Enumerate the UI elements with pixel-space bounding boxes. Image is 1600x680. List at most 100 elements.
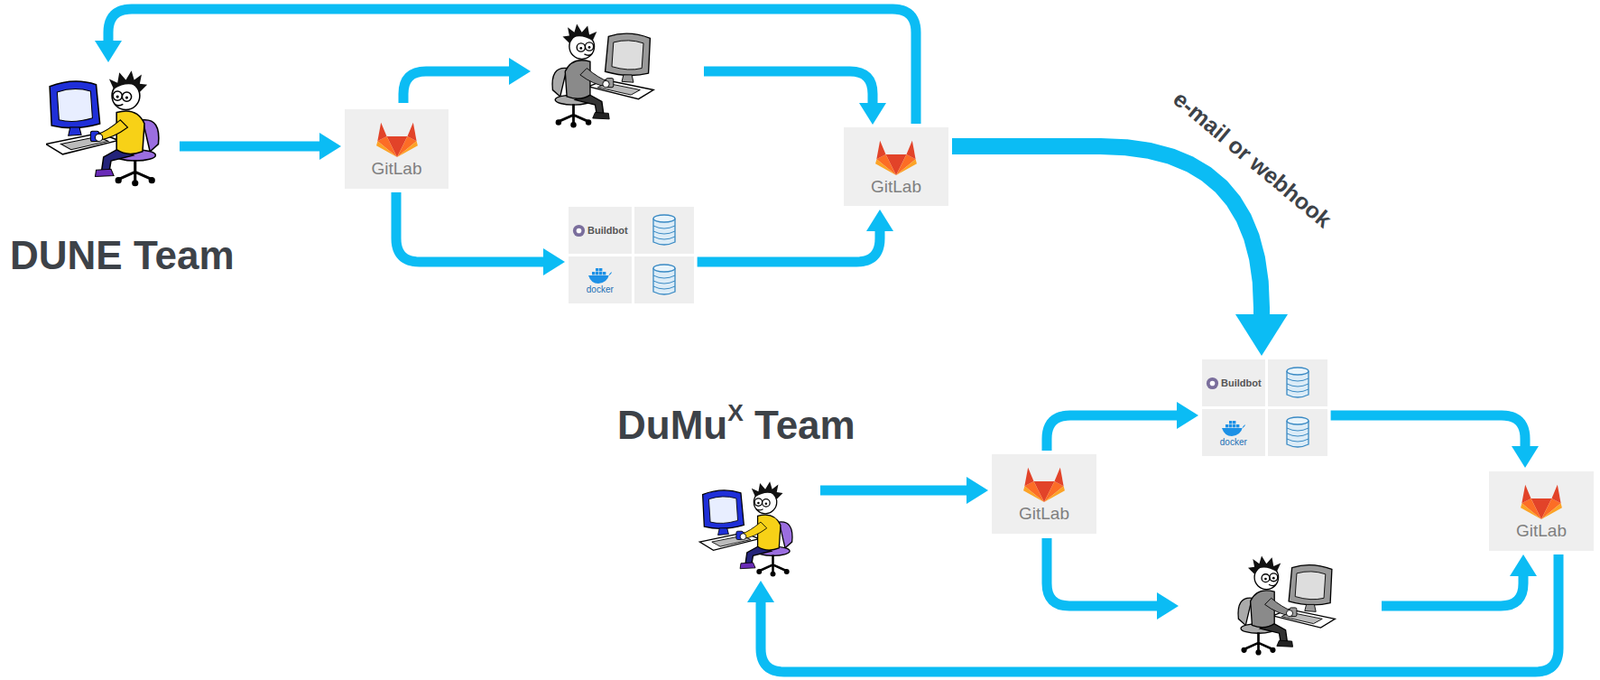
- buildbot-tile: Buildbot: [1202, 359, 1266, 407]
- docker-tile: docker: [568, 256, 632, 304]
- container-block: [1232, 420, 1236, 424]
- review-arrow: [1381, 573, 1524, 606]
- db-ring: [653, 280, 676, 284]
- container-block: [1232, 424, 1236, 427]
- logo-facet: [1520, 502, 1542, 519]
- container-block: [1236, 424, 1240, 427]
- flow-arrow: [179, 141, 322, 152]
- database-icon: [1285, 365, 1311, 400]
- buildbot-logo: [572, 223, 586, 238]
- database-tile: [1267, 408, 1328, 456]
- logo-facet: [906, 139, 916, 158]
- db-top: [653, 214, 676, 222]
- container-block: [599, 271, 602, 275]
- review-arrow: [703, 71, 873, 105]
- db-ring: [653, 286, 676, 289]
- database-icon: [651, 212, 677, 248]
- developer-figure: [46, 70, 159, 186]
- logo-facet: [1521, 484, 1531, 503]
- buildbot-label: Buildbot: [587, 224, 629, 236]
- team-name: DuMuX Team: [617, 403, 856, 447]
- container-block: [1229, 420, 1232, 424]
- flow-arrow: [1331, 415, 1526, 448]
- db-ring: [653, 231, 676, 234]
- gitlab-box: GitLab: [991, 453, 1097, 534]
- developer-figure: [699, 480, 793, 576]
- logo-hole: [576, 227, 583, 233]
- container-block: [602, 271, 606, 275]
- buildbot-label: Buildbot: [1220, 377, 1262, 389]
- gitlab-box: GitLab: [344, 109, 449, 189]
- database-icon: [1285, 415, 1311, 450]
- container-block: [595, 268, 599, 271]
- gitlab-box: GitLab: [1489, 471, 1594, 551]
- logo-facet: [876, 139, 886, 158]
- gitlab-label: GitLab: [870, 176, 922, 197]
- gitlab-logo: [376, 119, 418, 158]
- gitlab-logo: [875, 137, 917, 176]
- db-ring: [1286, 438, 1309, 442]
- review-arrow: [1046, 537, 1159, 606]
- team-member: DUNE Team: [46, 65, 176, 196]
- reviewer-figure: [552, 24, 654, 129]
- db-top: [1286, 367, 1309, 375]
- flow-arrow: [760, 554, 1559, 672]
- logo-facet: [1044, 485, 1065, 502]
- gitlab-box: GitLab: [843, 127, 949, 206]
- db-ring: [653, 236, 676, 240]
- docker-logo: [1220, 418, 1247, 437]
- gitlab-label: GitLab: [1516, 520, 1567, 541]
- flow-arrow: [952, 146, 1262, 316]
- logo-facet: [1054, 467, 1064, 486]
- database-tile: [1267, 359, 1328, 407]
- flow-arrow: [697, 229, 880, 262]
- buildbot-logo: [1205, 376, 1220, 390]
- logo-facet: [406, 122, 417, 141]
- edge-label: e-mail or webhook: [1168, 84, 1338, 232]
- logo-facet: [1551, 484, 1561, 503]
- gitlab-logo: [1023, 463, 1065, 502]
- database-tile: [634, 256, 694, 304]
- db-ring: [1286, 378, 1309, 381]
- ci-box: Buildbot docker: [568, 206, 694, 304]
- team-name: DUNE Team: [9, 233, 235, 278]
- db-top: [1286, 416, 1309, 425]
- logo-facet: [1541, 502, 1563, 519]
- flow-arrow: [1046, 415, 1179, 451]
- reviewer-figure: [1238, 554, 1335, 655]
- database-tile: [634, 206, 694, 254]
- db-top: [653, 264, 676, 272]
- logo-facet: [377, 122, 387, 141]
- buildbot-tile: Buildbot: [568, 206, 632, 254]
- db-ring: [653, 275, 676, 278]
- container-block: [595, 271, 599, 275]
- db-ring: [1286, 433, 1309, 436]
- gitlab-label: GitLab: [371, 158, 423, 179]
- flow-arrow: [396, 192, 546, 262]
- docker-tile: docker: [1202, 408, 1266, 456]
- docker-label: docker: [586, 284, 614, 295]
- flow-arrow: [820, 485, 969, 496]
- logo-facet: [1023, 485, 1045, 502]
- db-ring: [1286, 427, 1309, 431]
- gitlab-label: GitLab: [1018, 503, 1070, 524]
- logo-ring: [573, 223, 585, 236]
- docker-label: docker: [1220, 436, 1248, 447]
- logo-facet: [896, 158, 917, 176]
- whale-body: [1221, 424, 1246, 436]
- container-block: [1225, 424, 1229, 427]
- logo-hole: [1210, 379, 1216, 386]
- logo-ring: [1206, 376, 1219, 389]
- logo-facet: [397, 140, 418, 158]
- docker-logo: [587, 266, 613, 285]
- db-ring: [653, 225, 676, 229]
- logo-facet: [1024, 467, 1034, 486]
- gitlab-logo: [1520, 480, 1563, 519]
- review-arrows: [403, 71, 1524, 606]
- container-block: [1229, 424, 1232, 427]
- ci-box: Buildbot docker: [1202, 359, 1328, 456]
- logo-facet: [376, 140, 398, 158]
